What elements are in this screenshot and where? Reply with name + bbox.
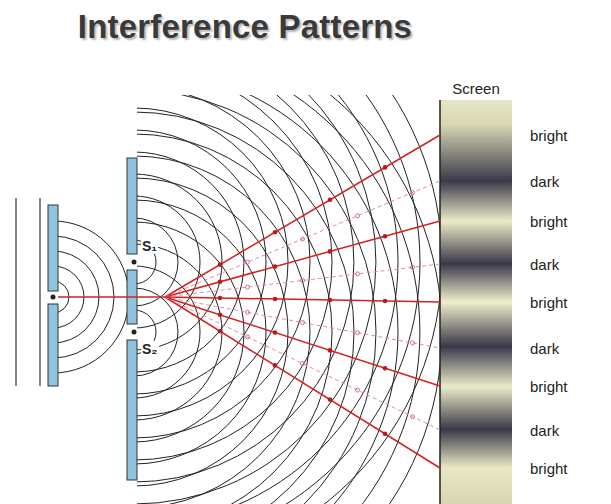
crest-dot [273, 363, 278, 368]
node-dot [246, 335, 250, 339]
wave-arc [137, 196, 200, 328]
bright-line [165, 297, 440, 468]
crest-dot [328, 298, 333, 303]
crest-dot [218, 262, 223, 267]
wave-arc [137, 95, 310, 438]
crest-dot [328, 348, 333, 353]
dark-line [165, 297, 440, 430]
fringe-label: dark [530, 422, 559, 439]
fringe-label: dark [530, 256, 559, 273]
wave-arc [137, 174, 222, 350]
node-dot [411, 265, 415, 269]
crest-dot [383, 366, 388, 371]
crest-dot [328, 397, 333, 402]
node-dot [411, 415, 415, 419]
fringe-label: dark [530, 173, 559, 190]
slit-label: S₁ [141, 238, 158, 254]
fringe-label: bright [530, 378, 568, 395]
interference-lines [165, 135, 440, 468]
wave-arc [137, 222, 244, 442]
light-source [15, 198, 16, 386]
title: Interference Patterns [78, 8, 412, 46]
bright-line [165, 135, 440, 297]
crest-dot [273, 330, 278, 335]
bright-line [165, 221, 440, 297]
single-slit-barrier [48, 205, 58, 291]
node-dot [246, 310, 250, 314]
node-dot [356, 214, 360, 218]
slit-point [51, 295, 56, 300]
fringe-label: bright [530, 460, 568, 477]
fringe-label: bright [530, 294, 568, 311]
wave-arc [137, 108, 288, 416]
dark-line [165, 264, 440, 297]
wave-arc [137, 178, 288, 486]
crest-dot [218, 329, 223, 334]
crest-dot [218, 280, 223, 285]
crest-dot [383, 234, 388, 239]
double-slit-barrier [127, 340, 137, 480]
wave-group [137, 95, 440, 504]
node-dot [301, 279, 305, 283]
node-dot [301, 237, 305, 241]
wave-arc [137, 266, 200, 398]
node-dot [356, 388, 360, 392]
wavefronts [53, 0, 442, 504]
center-line [58, 296, 170, 298]
node-dot [301, 362, 305, 366]
double-slit-barrier [127, 158, 137, 254]
screen-band [440, 100, 512, 504]
node-dot [411, 191, 415, 195]
crest-dot [273, 297, 278, 302]
crest-dot [218, 313, 223, 318]
wave-arc [137, 95, 354, 482]
slit-point [132, 330, 137, 335]
bright-line [165, 297, 440, 386]
wave-arc [137, 95, 440, 504]
fringe-label: bright [530, 127, 568, 144]
dark-line [165, 181, 440, 297]
crest-dot [328, 249, 333, 254]
dark-line [165, 297, 440, 348]
node-dot [246, 285, 250, 289]
crest-dot [273, 230, 278, 235]
wave-arc [137, 152, 244, 372]
crest-dot [218, 296, 223, 301]
node-dot [356, 331, 360, 335]
crest-dot [328, 198, 333, 203]
node-dot [246, 260, 250, 264]
node-dot [411, 341, 415, 345]
fringe-label: dark [530, 340, 559, 357]
crest-dot [273, 264, 278, 269]
node-dot [356, 272, 360, 276]
wave-arc [137, 112, 354, 504]
crest-dot [383, 165, 388, 170]
slit-point [132, 260, 137, 265]
wave-arc [137, 95, 440, 504]
slit-label: S₂ [141, 341, 159, 357]
single-slit-barrier [48, 304, 58, 386]
crest-dot [383, 432, 388, 437]
screen-label: Screen [452, 80, 500, 97]
wavefront [39, 198, 40, 386]
fringe-label: bright [530, 213, 568, 230]
node-dot [301, 321, 305, 325]
bright-line [165, 297, 440, 302]
crest-dot [383, 299, 388, 304]
